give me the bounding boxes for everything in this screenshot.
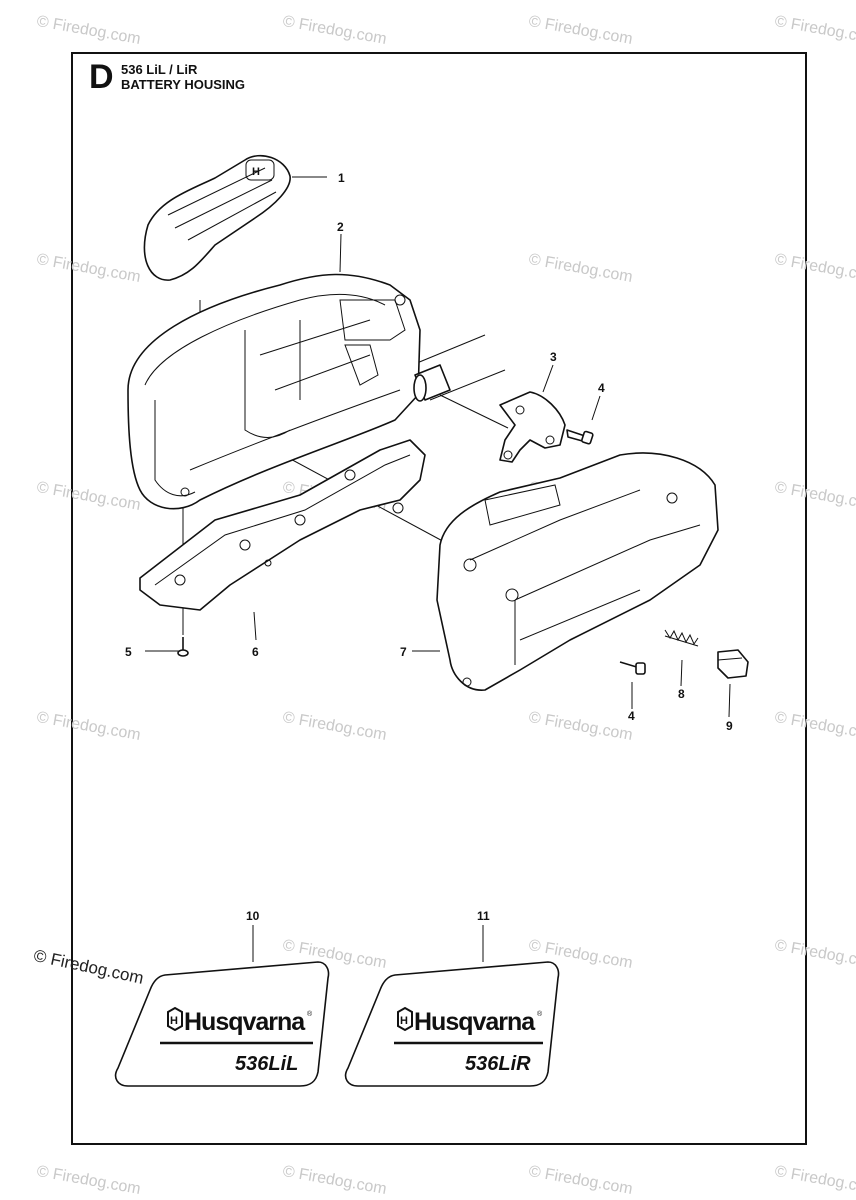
part-2-left-housing bbox=[127, 273, 421, 510]
cylinder-insert bbox=[413, 364, 451, 402]
part-10-decal: H Husqvarna ® 536LiL bbox=[114, 961, 330, 1087]
callouts: 1 2 3 4 5 6 7 4 8 9 10 11 bbox=[125, 171, 733, 923]
svg-text:H: H bbox=[170, 1015, 178, 1027]
part-1-top-cover: H bbox=[143, 154, 291, 281]
section-title: BATTERY HOUSING bbox=[121, 77, 245, 92]
part-4-screw-upper bbox=[566, 429, 594, 445]
callout-7: 7 bbox=[400, 645, 407, 659]
part-11-decal: H Husqvarna ® 536LiR bbox=[344, 961, 560, 1087]
decal-11-model: 536LiR bbox=[465, 1053, 531, 1075]
svg-text:H: H bbox=[400, 1015, 408, 1027]
part-9-clip bbox=[717, 649, 749, 679]
callout-4a: 4 bbox=[598, 381, 605, 395]
part-6-bottom-plate bbox=[139, 439, 426, 611]
drawing-frame bbox=[71, 52, 807, 1145]
decal-10-reg: ® bbox=[307, 1010, 313, 1018]
part-3-bracket bbox=[499, 391, 566, 463]
part-5-screw bbox=[177, 637, 189, 657]
callout-8: 8 bbox=[678, 687, 685, 701]
model-title: 536 LiL / LiR bbox=[121, 62, 198, 77]
callout-4b: 4 bbox=[628, 709, 635, 723]
callout-3: 3 bbox=[550, 350, 557, 364]
decal-11-brand: Husqvarna bbox=[414, 1008, 536, 1036]
decal-10-brand: Husqvarna bbox=[184, 1008, 306, 1036]
callout-2: 2 bbox=[337, 220, 344, 234]
callout-6: 6 bbox=[252, 645, 259, 659]
part-7-right-housing bbox=[436, 452, 719, 691]
callout-11: 11 bbox=[477, 909, 490, 923]
section-letter: D bbox=[89, 58, 114, 96]
leader-lines bbox=[145, 176, 731, 962]
decal-10-model: 536LiL bbox=[235, 1053, 298, 1075]
callout-10: 10 bbox=[246, 909, 260, 923]
husqvarna-logo-icon: H bbox=[167, 1006, 183, 1032]
svg-text:H: H bbox=[252, 166, 260, 178]
callout-5: 5 bbox=[125, 645, 132, 659]
part-8-spring bbox=[664, 629, 699, 647]
decal-11-reg: ® bbox=[537, 1010, 543, 1018]
callout-1: 1 bbox=[338, 171, 345, 185]
husqvarna-logo-icon: H bbox=[397, 1006, 413, 1032]
callout-9: 9 bbox=[726, 719, 733, 733]
part-4-screw-lower bbox=[619, 661, 646, 675]
